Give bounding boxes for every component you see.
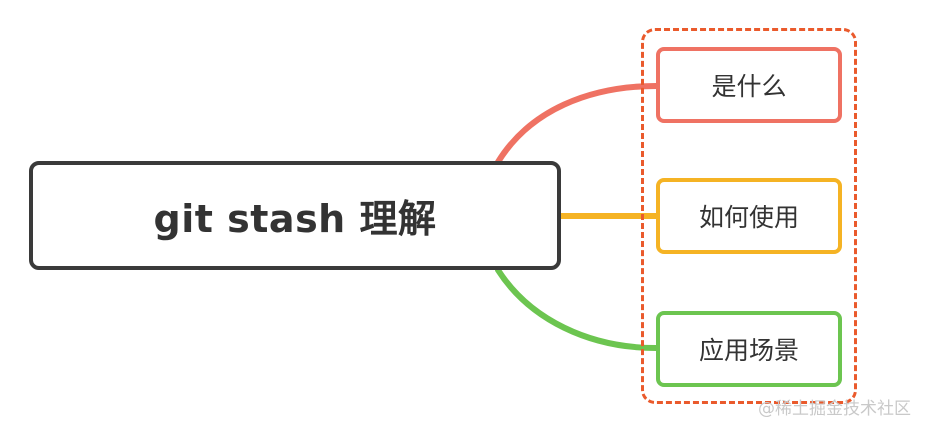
branch-connector-scenarios	[495, 267, 659, 351]
watermark: @稀土掘金技术社区	[758, 399, 911, 419]
branch-node-how: 如何使用	[656, 178, 842, 254]
branch-node-what: 是什么	[656, 47, 842, 123]
branch-label-scenarios: 应用场景	[698, 336, 799, 365]
branch-connector-what	[495, 83, 659, 165]
branch-group-frame	[641, 28, 857, 404]
root-node: git stash 理解	[29, 161, 561, 270]
branch-node-scenarios: 应用场景	[656, 311, 842, 387]
root-title: git stash 理解	[153, 197, 437, 241]
branch-label-how: 如何使用	[698, 203, 799, 232]
branch-label-what: 是什么	[711, 72, 787, 101]
